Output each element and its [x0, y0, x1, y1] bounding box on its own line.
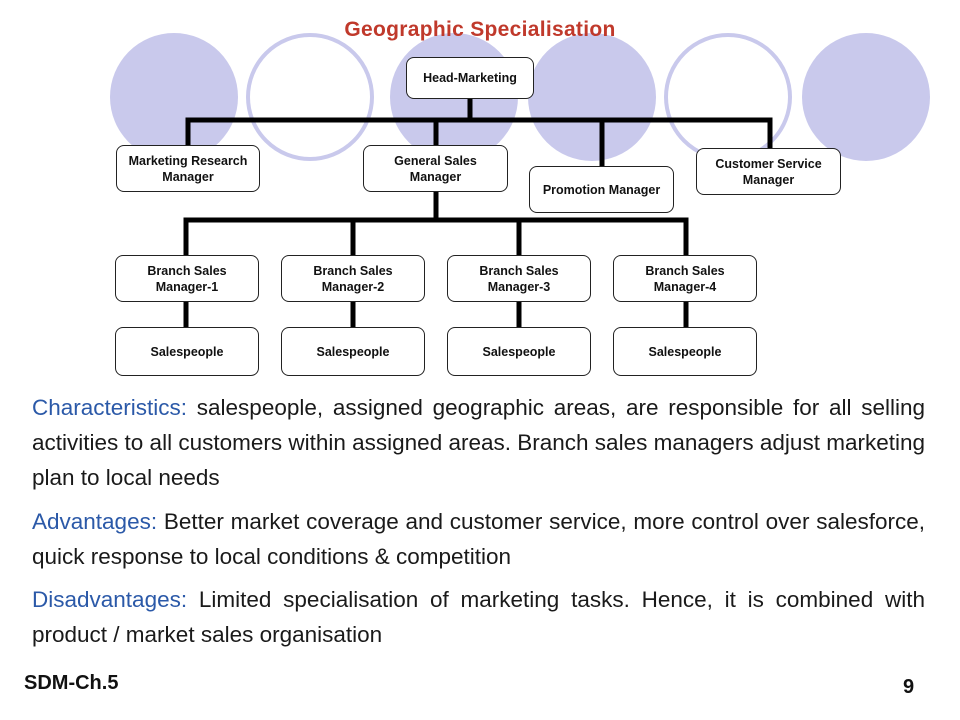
- branch-sales-manager-3-box: Branch Sales Manager-3: [447, 255, 591, 302]
- salespeople-box-3: Salespeople: [447, 327, 591, 376]
- advantages-paragraph: Advantages: Better market coverage and c…: [32, 504, 925, 574]
- salespeople-box-2: Salespeople: [281, 327, 425, 376]
- disadvantages-text: Limited specialisation of marketing task…: [32, 587, 925, 647]
- salespeople-box-1: Salespeople: [115, 327, 259, 376]
- characteristics-label: Characteristics:: [32, 395, 188, 420]
- slide-title: Geographic Specialisation: [344, 18, 616, 41]
- advantages-text: Better market coverage and customer serv…: [32, 509, 925, 569]
- disadvantages-label: Disadvantages:: [32, 587, 188, 612]
- decor-circle: [246, 33, 374, 161]
- marketing-research-manager-box: Marketing Research Manager: [116, 145, 260, 192]
- salespeople-box-4: Salespeople: [613, 327, 757, 376]
- head-marketing-box: Head-Marketing: [406, 57, 534, 99]
- promotion-manager-box: Promotion Manager: [529, 166, 674, 213]
- characteristics-text: salespeople, assigned geographic areas, …: [32, 395, 925, 490]
- branch-sales-manager-1-box: Branch Sales Manager-1: [115, 255, 259, 302]
- advantages-label: Advantages:: [32, 509, 158, 534]
- disadvantages-paragraph: Disadvantages: Limited specialisation of…: [32, 582, 925, 652]
- branch-sales-manager-4-box: Branch Sales Manager-4: [613, 255, 757, 302]
- course-label: SDM-Ch.5: [24, 672, 119, 694]
- decor-circle: [802, 33, 930, 161]
- decor-circle: [528, 33, 656, 161]
- characteristics-paragraph: Characteristics: salespeople, assigned g…: [32, 390, 925, 495]
- page-number: 9: [903, 676, 915, 698]
- decor-circle: [110, 33, 238, 161]
- customer-service-manager-box: Customer Service Manager: [696, 148, 841, 195]
- branch-sales-manager-2-box: Branch Sales Manager-2: [281, 255, 425, 302]
- general-sales-manager-box: General Sales Manager: [363, 145, 508, 192]
